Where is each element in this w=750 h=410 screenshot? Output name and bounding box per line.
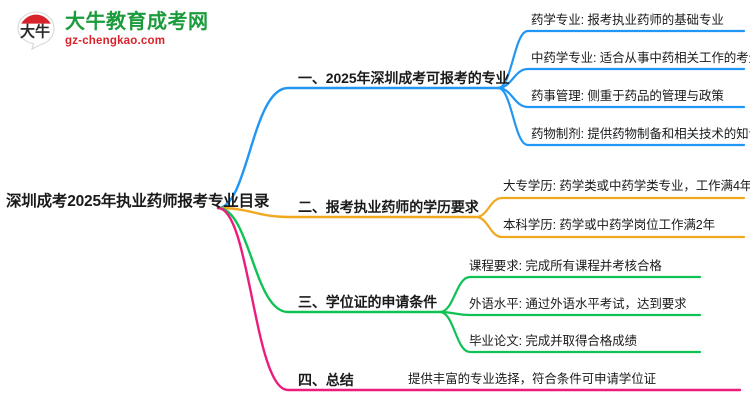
mindmap-branch-4-label[interactable]: 四、总结 xyxy=(298,372,354,388)
connector-branch-1-child-2 xyxy=(496,67,746,90)
mindmap-branch-2-label[interactable]: 二、报考执业药师的学历要求 xyxy=(298,199,479,215)
mindmap-branch-3-label[interactable]: 三、学位证的申请条件 xyxy=(298,294,437,310)
mindmap-branch-3-child-1-label[interactable]: 课程要求: 完成所有课程并考核合格 xyxy=(469,259,662,273)
mindmap-branch-3-child-3-label[interactable]: 毕业论文: 完成并取得合格成绩 xyxy=(469,334,637,348)
logo-wordmark: 大牛教育成考网 gz-chengkao.com xyxy=(65,12,209,48)
mindmap-branch-2-child-2-label[interactable]: 本科学历: 药学或中药学岗位工作满2年 xyxy=(503,218,715,232)
mindmap-branch-1-child-1-label[interactable]: 药学专业: 报考执业药师的基础专业 xyxy=(531,13,724,27)
connector-root-branch-1 xyxy=(216,86,500,210)
mindmap-root-node[interactable]: 深圳成考2025年执业药师报考专业目录 xyxy=(6,193,270,210)
logo-brand-en: gz-chengkao.com xyxy=(65,35,166,48)
logo-mark-icon: 大牛 xyxy=(14,8,58,52)
mindmap-branch-4-child-1-label[interactable]: 提供丰富的专业选择，符合条件可申请学位证 xyxy=(408,372,657,386)
connector-branch-3-child-2 xyxy=(438,310,702,317)
mindmap-branch-1-child-3-label[interactable]: 药事管理: 侧重于药品的管理与政策 xyxy=(531,89,724,103)
logo-brand-cn: 大牛教育成考网 xyxy=(65,11,209,34)
mindmap-branch-1-child-4-label[interactable]: 药物制剂: 提供药物制备和相关技术的知识 xyxy=(531,127,750,141)
site-logo[interactable]: 大牛 大牛教育成考网 gz-chengkao.com xyxy=(14,8,209,52)
mindmap-branch-2-child-1-label[interactable]: 大专学历: 药学类或中药学类专业，工作满4年 xyxy=(503,179,750,193)
connector-branch-2-child-1 xyxy=(474,196,746,219)
mindmap-branch-1-child-2-label[interactable]: 中药学专业: 适合从事中药相关工作的考生 xyxy=(531,51,750,65)
svg-text:大牛: 大牛 xyxy=(20,23,50,41)
mindmap-branch-1-label[interactable]: 一、2025年深圳成考可报考的专业 xyxy=(298,70,510,86)
mindmap-branch-3-child-2-label[interactable]: 外语水平: 通过外语水平考试，达到要求 xyxy=(469,297,687,311)
